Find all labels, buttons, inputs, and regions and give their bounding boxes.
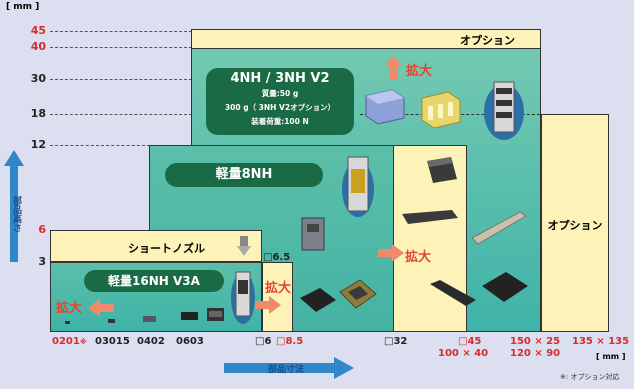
chip-0201-icon (65, 321, 70, 324)
y-tick-45: 45 (30, 24, 46, 37)
x-axis-label: 部品寸法 (268, 365, 305, 375)
x-tick-0603: 0603 (176, 336, 204, 347)
x-tick-150x25: 150 × 25 (510, 336, 561, 347)
footnote: ※: オプション対応 (560, 373, 620, 381)
head-4nh-illustration-a (365, 89, 405, 125)
head-8nh-unit-icon (342, 156, 374, 217)
head-4nh-spec-mass: 質量:50 g (261, 89, 299, 98)
x-tick-0201: 0201※ (52, 336, 87, 348)
component-qfp-icon (300, 288, 336, 312)
expand-label-32: 拡大 (405, 250, 432, 265)
x-tick-03015: 03015 (95, 336, 130, 347)
head-4nh-spec-mass-option: 300 g（ 3NH V2オプション） (224, 103, 336, 112)
gridline-40 (50, 47, 192, 48)
component-rail-icon (472, 211, 527, 245)
option-column-32 (393, 145, 467, 332)
x-tick-120x90: 120 × 90 (510, 348, 561, 359)
chip-0603-icon (181, 312, 198, 320)
x-axis-unit: [ mm ] (596, 352, 626, 361)
component-bga-icon (339, 279, 377, 309)
gridline-45 (50, 31, 192, 32)
x-tick-45: □45 (458, 336, 482, 347)
short-nozzle-label: ショートノズル (128, 242, 205, 255)
x-axis-arrow (224, 357, 354, 379)
y-tick-3: 3 (38, 255, 46, 268)
x-tick-135x135: 135 × 135 (572, 336, 630, 347)
short-nozzle-icon (237, 236, 251, 256)
y-axis-label: 部品高さ (11, 196, 21, 232)
x-tick-0201-option-mark: ※ (79, 338, 87, 346)
expand-label-0201: 拡大 (56, 301, 83, 316)
option-top-label: オプション (460, 34, 515, 47)
chip-inductor-icon (207, 308, 224, 321)
dim-label-6-5: □6.5 (263, 252, 291, 263)
head-16nh-pill: 軽量16NH V3A (84, 270, 224, 292)
y-tick-6: 6 (38, 223, 46, 236)
head-4nh-spec-load: 装着荷重:100 N (251, 117, 309, 126)
head-4nh-pill: 4NH / 3NH V2 質量:50 g 300 g（ 3NH V2オプション）… (206, 68, 354, 135)
x-tick-32: □32 (384, 336, 408, 347)
head-4nh-unit-icon (484, 81, 524, 140)
y-tick-40: 40 (30, 40, 46, 53)
expand-label-4nh: 拡大 (406, 64, 433, 79)
expand-left-arrow-0201 (88, 299, 114, 317)
component-connector-icon (427, 157, 457, 183)
gridline-18 (50, 114, 192, 115)
head-8nh-pill: 軽量8NH (165, 163, 323, 187)
option-column-6 (262, 262, 293, 332)
head-4nh-illustration-b (421, 91, 461, 129)
x-tick-100x40: 100 × 40 (438, 348, 489, 359)
x-tick-8-5: □8.5 (276, 336, 304, 347)
head-4nh-name: 4NH / 3NH V2 (230, 71, 330, 86)
chip-0402-icon (143, 316, 156, 322)
option-column-right (541, 114, 609, 332)
component-socket-icon (301, 217, 325, 251)
gridline-12 (50, 145, 150, 146)
option-right-label: オプション (547, 219, 603, 232)
component-long-connector-icon (402, 210, 458, 224)
expand-label-85: 拡大 (265, 281, 292, 296)
x-tick-6: □6 (255, 336, 272, 347)
short-nozzle-region (50, 230, 262, 262)
head-16nh-unit-icon (231, 271, 255, 324)
x-tick-0402: 0402 (137, 336, 165, 347)
component-large-ic-icon (482, 272, 528, 302)
y-axis-unit: [ mm ] (6, 2, 40, 12)
component-long-ic-icon (430, 280, 476, 306)
expand-up-arrow (384, 56, 402, 80)
chip-03015-icon (108, 319, 115, 323)
x-tick-0201-value: 0201 (52, 336, 80, 347)
expand-right-arrow-32 (378, 244, 404, 262)
y-tick-12: 12 (30, 138, 46, 151)
y-axis-arrow (4, 150, 24, 262)
y-tick-18: 18 (30, 107, 46, 120)
expand-right-arrow-85 (255, 296, 281, 314)
y-tick-30: 30 (30, 72, 46, 85)
gridline-30 (50, 79, 192, 80)
